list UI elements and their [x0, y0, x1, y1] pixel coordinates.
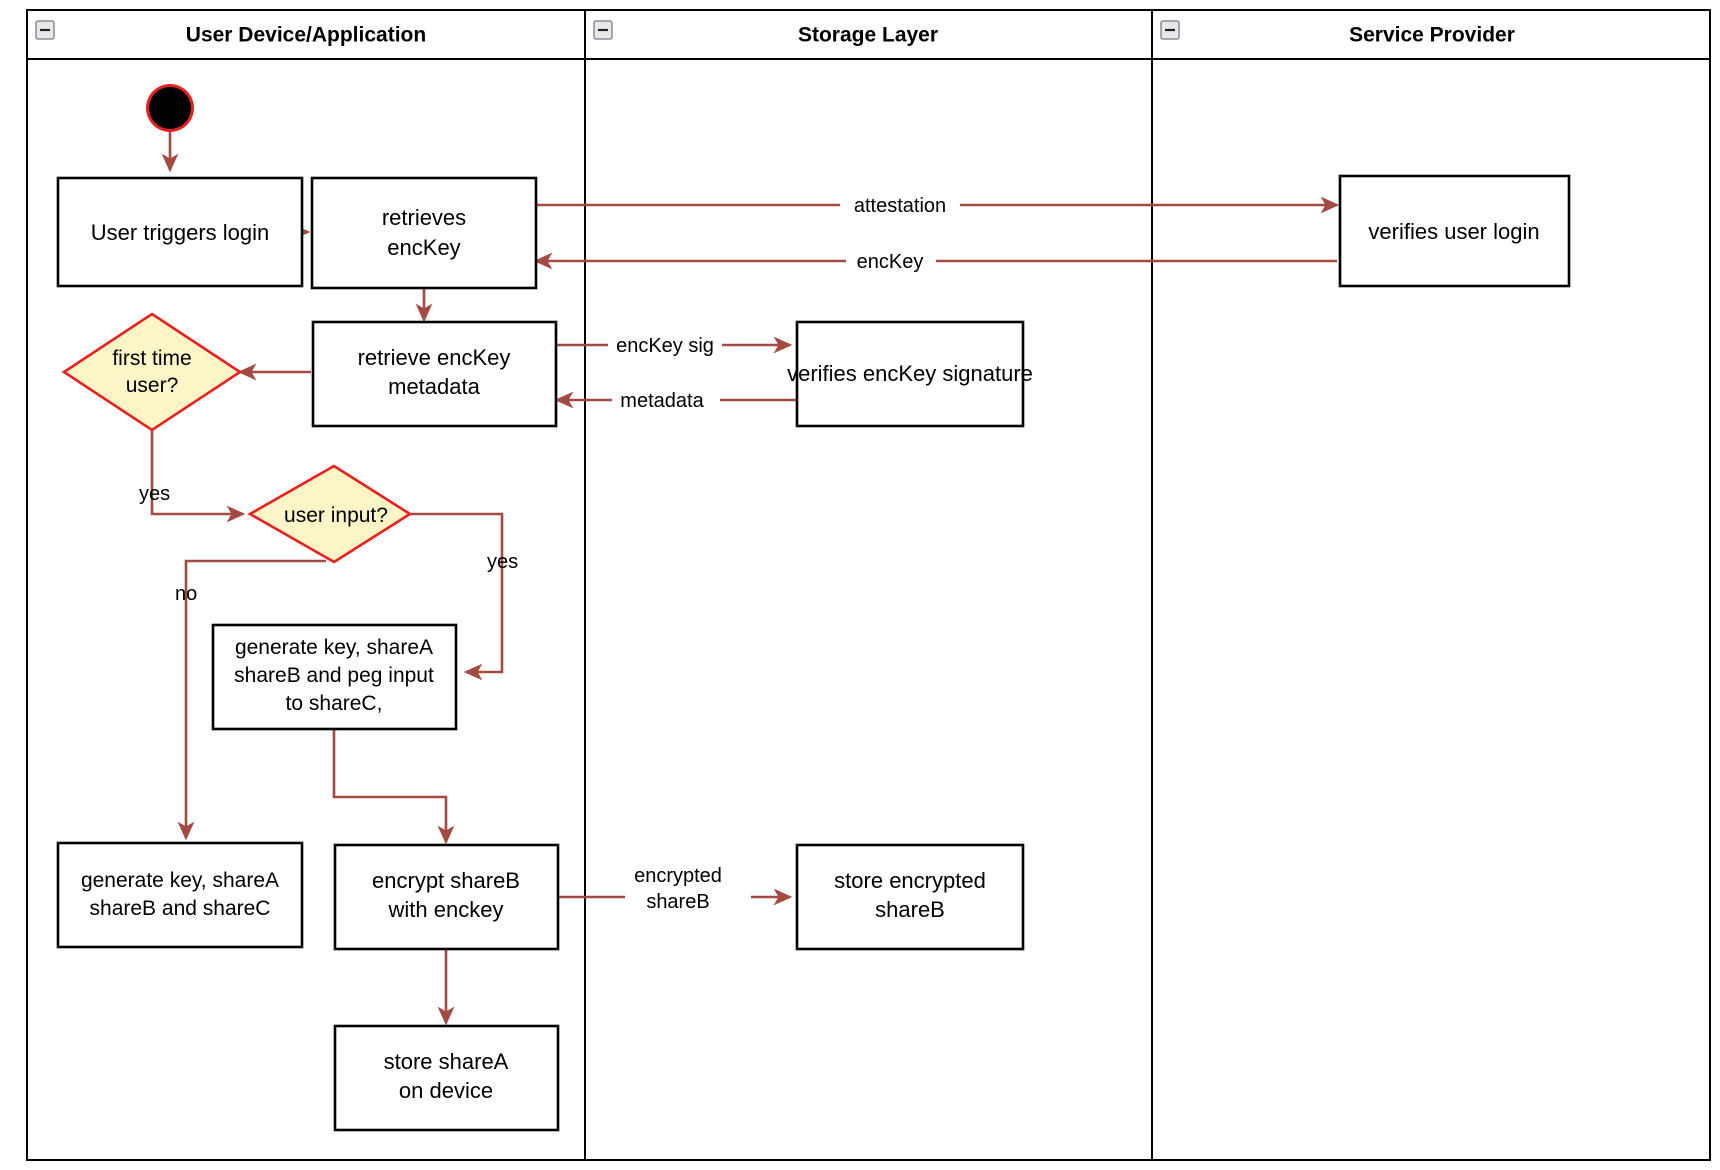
node-label: User triggers login [91, 220, 270, 245]
node-label: user input? [284, 504, 388, 527]
node-label-line1: generate key, shareA [81, 869, 279, 892]
node-store-sharea-on-device[interactable]: store shareA on device [333, 1024, 560, 1132]
node-label-line1: store shareA [384, 1049, 509, 1074]
node-label-line2: shareB [875, 897, 945, 922]
node-label-line1: store encrypted [834, 868, 986, 893]
node-label-line2: metadata [388, 374, 480, 399]
edge-userinput-yes [409, 512, 504, 681]
node-retrieve-enckey-metadata[interactable]: retrieve encKey metadata [311, 320, 558, 428]
node-user-triggers-login[interactable]: User triggers login [56, 176, 304, 288]
node-user-input-decision[interactable]: user input? [247, 464, 413, 564]
node-first-time-user-decision[interactable]: first time user? [61, 312, 243, 432]
initial-node [146, 84, 194, 132]
node-label-line2: user? [126, 374, 179, 397]
edge-label-text: yes [139, 483, 170, 505]
edge-label-text: yes [487, 551, 518, 573]
lane-title-storage: Storage Layer [798, 24, 938, 47]
edge-label-yes-user-input: yes [487, 551, 518, 573]
edge-label-text: encKey sig [616, 335, 714, 357]
node-label-line1: encrypt shareB [372, 868, 520, 893]
lane-header-service-provider: Service Provider [1349, 24, 1515, 47]
node-label: verifies encKey signature [787, 361, 1033, 386]
edge-label-text: no [175, 583, 197, 605]
node-label-line2: encKey [387, 235, 460, 260]
node-verifies-user-login[interactable]: verifies user login [1338, 174, 1571, 288]
collapse-lane-storage-button[interactable] [593, 20, 613, 40]
lane-title-service-provider: Service Provider [1349, 24, 1515, 47]
node-label-line3: to shareC, [286, 692, 383, 715]
collapse-lane-user-device-button[interactable] [35, 20, 55, 40]
node-label-line1: generate key, shareA [235, 636, 433, 659]
edge-label-encrypted-shareb: encrypted shareB [625, 862, 751, 914]
edge-firsttime-yes [150, 414, 246, 523]
edge-label-text: metadata [620, 390, 704, 412]
edge-label-text-line2: shareB [646, 891, 709, 913]
edge-label-enckey-sig: encKey sig [608, 332, 722, 358]
node-label-line2: shareB and peg input [234, 664, 434, 687]
node-encrypt-shareb[interactable]: encrypt shareB with enckey [333, 843, 560, 951]
node-generate-shares[interactable]: generate key, shareA shareB and shareC [56, 841, 304, 949]
edge-label-text: attestation [854, 195, 946, 217]
node-label-line1: retrieve encKey [358, 345, 511, 370]
node-label-line2: on device [399, 1078, 493, 1103]
edge-label-enckey: encKey [846, 248, 936, 274]
lane-header-user-device: User Device/Application [186, 24, 426, 47]
node-label-line1: retrieves [382, 205, 466, 230]
node-label-line2: with enckey [388, 897, 504, 922]
node-retrieves-enckey[interactable]: retrieves encKey [310, 176, 538, 290]
edge-label-yes-first-time: yes [139, 483, 170, 505]
collapse-lane-service-provider-button[interactable] [1160, 20, 1180, 40]
lane-header-storage: Storage Layer [798, 24, 938, 47]
edge-label-text: encKey [857, 251, 924, 273]
node-label-line2: shareB and shareC [90, 897, 271, 920]
node-store-encrypted-shareb[interactable]: store encrypted shareB [795, 843, 1025, 951]
node-label: verifies user login [1368, 219, 1539, 244]
node-generate-peg[interactable]: generate key, shareA shareB and peg inpu… [211, 623, 458, 731]
edge-userinput-no [177, 559, 326, 841]
node-label-line1: first time [112, 347, 191, 370]
node-verifies-enckey-signature[interactable]: verifies encKey signature [787, 320, 1033, 428]
edge-label-attestation: attestation [840, 192, 960, 218]
edge-label-metadata: metadata [612, 387, 720, 413]
edge-peg-to-encrypt [332, 729, 455, 845]
edge-label-text-line1: encrypted [634, 865, 722, 887]
lane-title-user-device: User Device/Application [186, 24, 426, 47]
edge-label-no-user-input: no [175, 583, 197, 605]
